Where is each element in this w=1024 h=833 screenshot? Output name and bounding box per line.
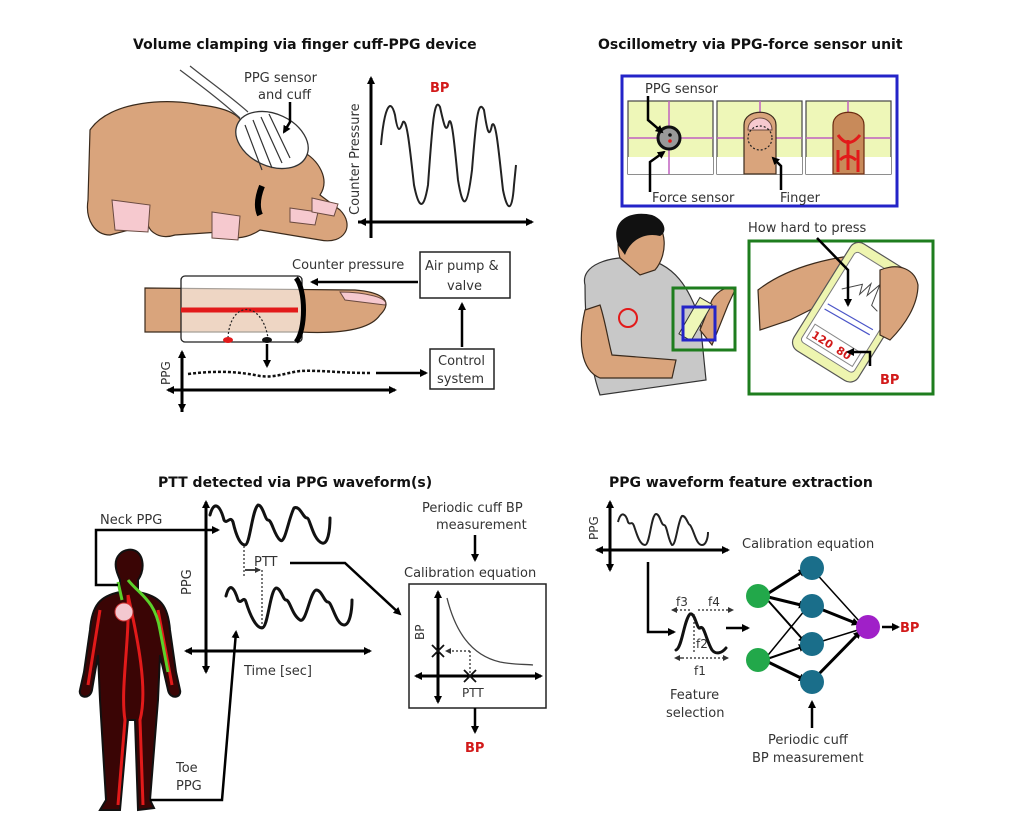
bp-label: BP [465,741,484,756]
sensor-label: PPG sensor [244,71,318,86]
sensor-subpanel-1 [627,100,714,175]
periodic-label: Periodic cuff BP [422,501,523,516]
air-pump-label-2: valve [447,279,482,294]
hidden-node [800,670,824,694]
feature-f3: f3 [676,595,688,609]
hair [616,213,665,255]
output-node [856,615,880,639]
person-illustration [580,213,737,396]
time-axis-label: Time [sec] [243,664,312,679]
human-body-illustration [78,548,182,812]
panel-title: PTT detected via PPG waveform(s) [158,475,432,491]
panel-title: Oscillometry via PPG-force sensor unit [598,37,903,53]
calibration-label: Calibration equation [742,537,874,552]
calibration-curve [446,597,534,666]
feature-selection-label-2: selection [666,706,724,721]
toe-ppg-waveform [224,586,354,630]
feature-waveform [674,612,728,655]
phone-illustration: 120 80 [757,241,919,383]
air-pump-box [419,251,511,299]
toe-ppg-label-2: PPG [176,779,202,794]
oscillogram [841,282,881,312]
counter-pressure-label: Counter pressure [292,258,404,273]
ppg-axis-label: PPG [587,516,601,540]
bp-label: BP [900,621,919,636]
panel-feature-extraction: PPG waveform feature extraction PPG f3 f… [587,475,919,766]
ppg-sensor-label: PPG sensor [645,82,719,97]
cuff-schematic [144,275,387,368]
hidden-node [800,632,824,656]
calibration-label: Calibration equation [404,566,536,581]
air-pump-label: Air pump & [425,259,499,274]
ptt-waveform-chart: PPG Time [sec] PTT [180,500,402,679]
toe-ppg-label: Toe [175,761,198,776]
sensor-label-2: and cuff [258,88,312,103]
feature-f2: f2 [696,637,708,651]
panel-title: PPG waveform feature extraction [609,475,873,491]
ppg-input-waveform [617,513,709,547]
sensor-subpanel-3 [805,100,892,175]
counter-pressure-chart: Counter Pressure BP [348,76,534,238]
input-node [746,584,770,608]
periodic-label-2: BP measurement [752,751,864,766]
ppg-trace [187,369,371,378]
neural-network [746,556,900,694]
feature-selection-label: Feature [670,688,719,703]
ptt-label: PTT [254,555,278,570]
y-axis-label: Counter Pressure [348,103,363,215]
zoom-box-green [671,286,737,352]
feature-f4: f4 [708,595,720,609]
periodic-label-2: measurement [436,518,527,533]
control-label: Control [438,354,485,369]
heart-icon [618,308,638,328]
sensor-subpanel-2 [716,100,803,175]
control-system-box [429,348,495,390]
heart-icon [114,602,134,622]
hidden-node [800,594,824,618]
control-label-2: system [437,372,484,387]
bp-waveform [380,103,517,208]
bp-label: BP [880,373,899,388]
input-node [746,648,770,672]
ppg-axis-label: PPG [159,361,173,385]
ppg-input-chart: PPG [587,500,730,572]
panel-ptt: PTT detected via PPG waveform(s) Neck PP… [78,475,547,812]
panel-volume-clamping: Volume clamping via finger cuff-PPG devi… [86,37,534,412]
panel-title: Volume clamping via finger cuff-PPG devi… [133,37,477,53]
cal-x-label: PTT [462,686,484,700]
bp-label: BP [430,81,449,96]
ppg-trace-chart: PPG [159,350,428,412]
hidden-node [800,556,824,580]
calibration-curve-chart: BP PTT [408,583,547,709]
hand-illustration [86,65,348,242]
neck-ppg-label: Neck PPG [100,513,162,528]
neck-ppg-waveform [208,503,332,547]
zoom-box-blue [681,305,717,342]
periodic-label: Periodic cuff [768,733,849,748]
ppg-axis-label: PPG [180,569,195,595]
photodetector-icon [262,337,272,343]
cal-y-label: BP [413,625,427,640]
feature-f1: f1 [694,664,706,678]
force-sensor-label: Force sensor [652,191,735,206]
finger-label: Finger [780,191,821,206]
led-icon [223,337,233,343]
panel-oscillometry: Oscillometry via PPG-force sensor unit [580,37,935,396]
how-hard-label: How hard to press [748,221,866,236]
